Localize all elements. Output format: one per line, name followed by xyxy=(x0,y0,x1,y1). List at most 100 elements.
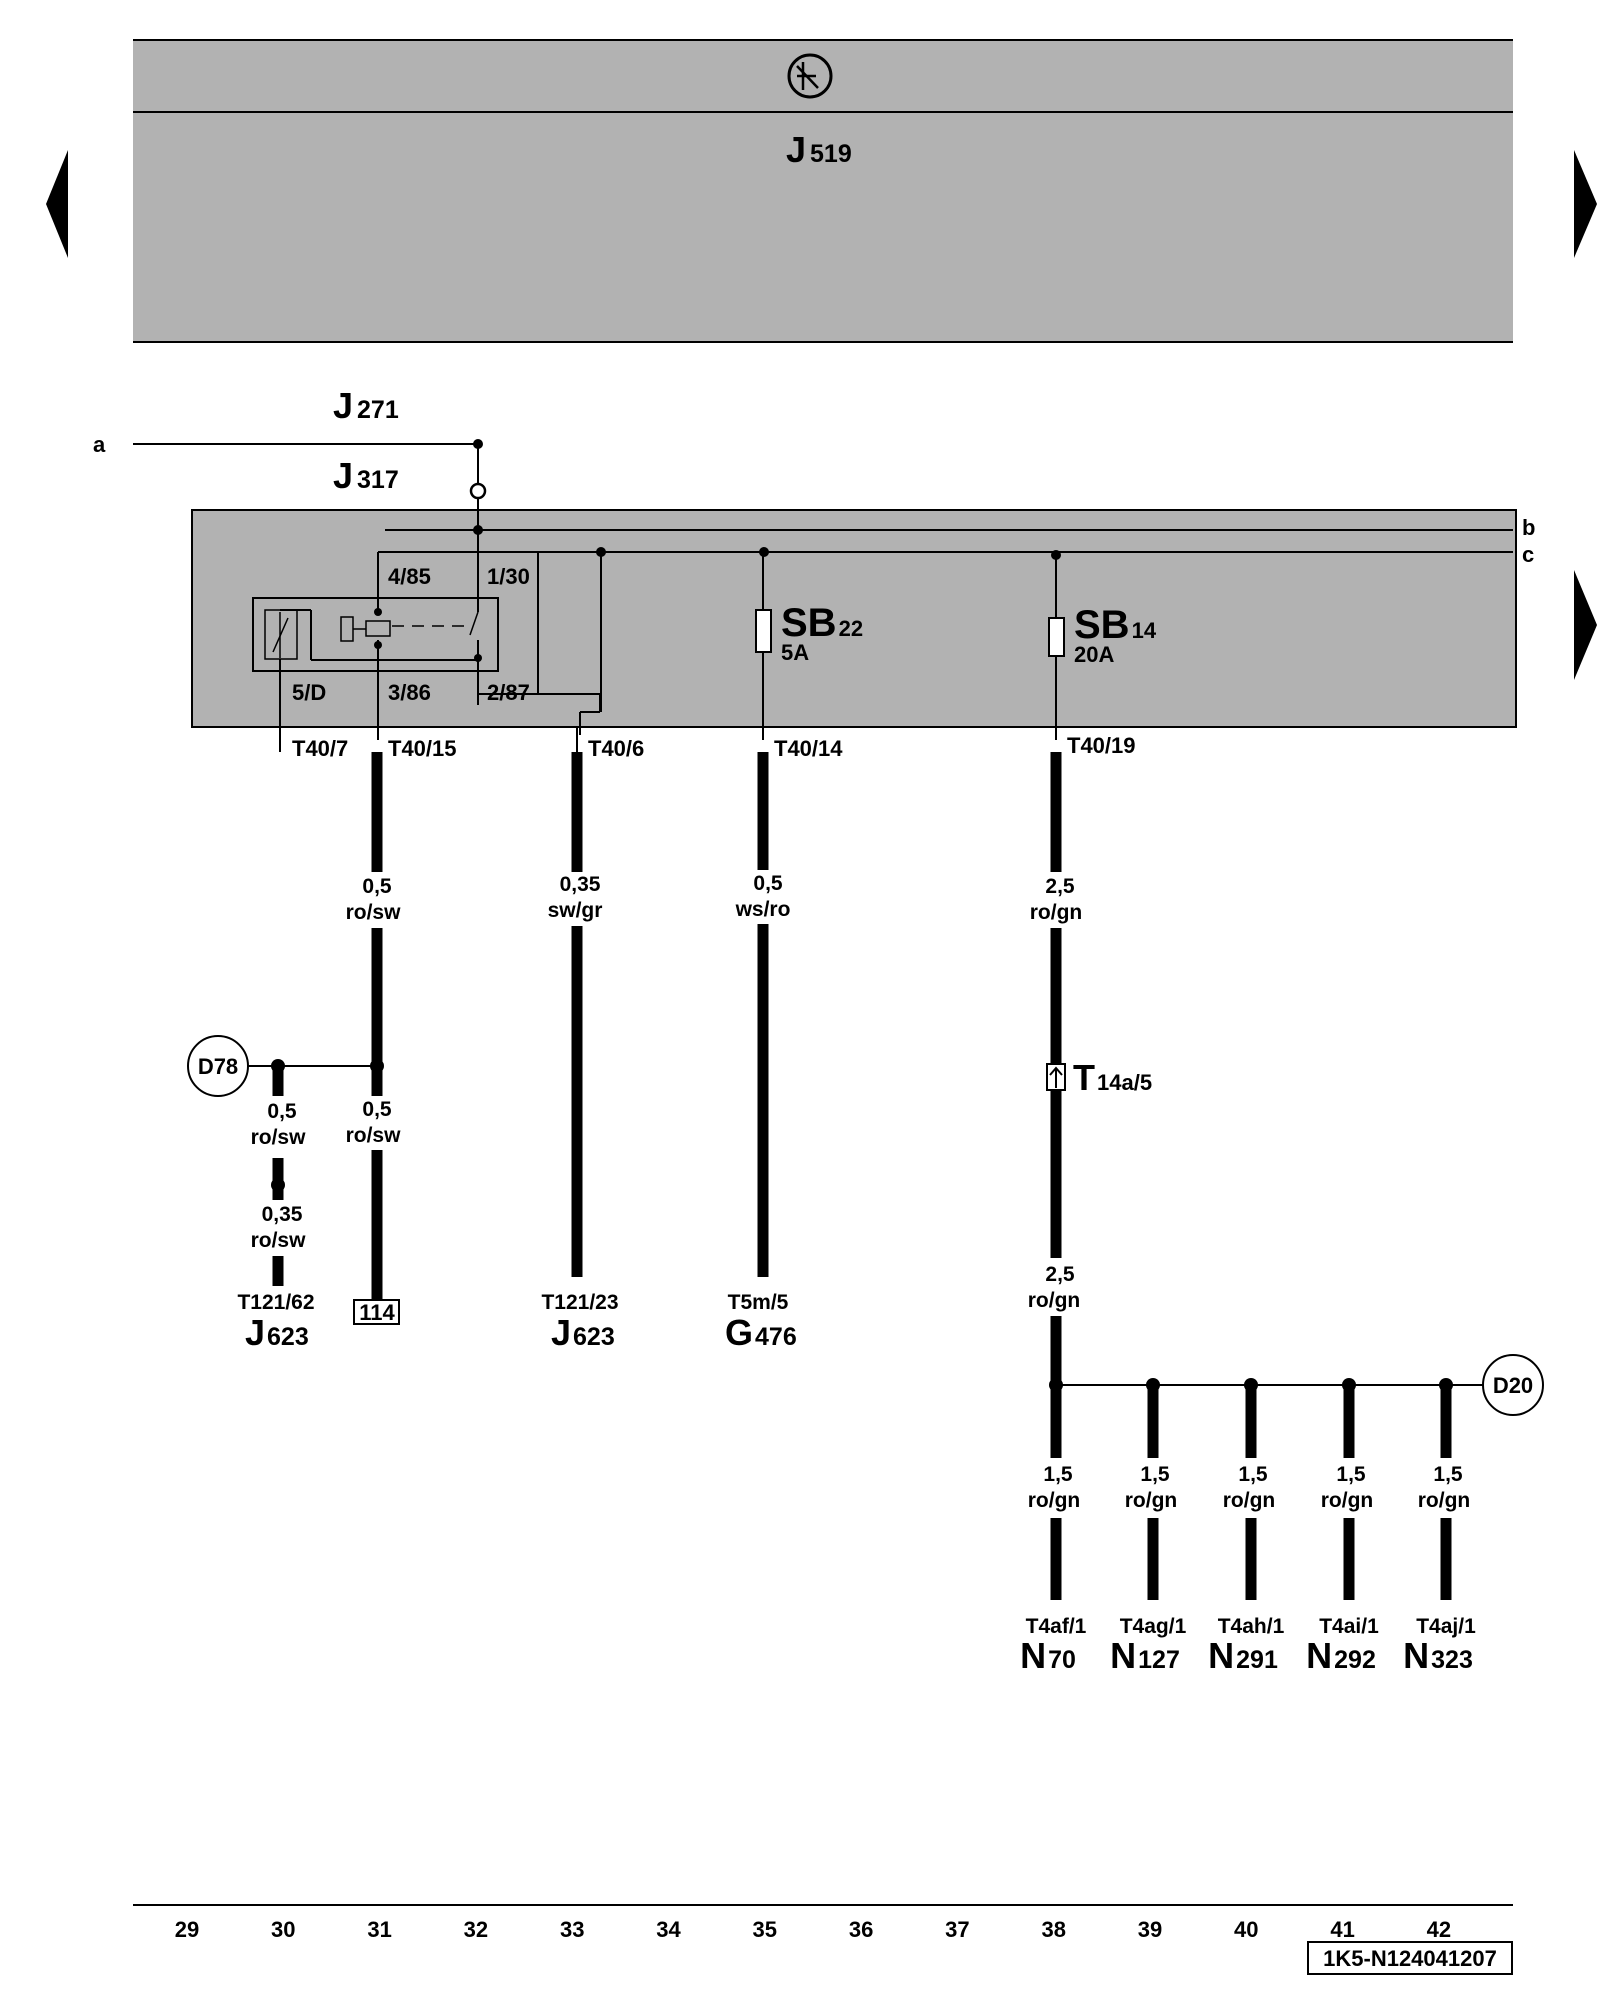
pin-5-d: 5/D xyxy=(292,680,326,705)
pin-4-85: 4/85 xyxy=(388,564,431,589)
wire-30a-size: 0,5 xyxy=(267,1100,297,1123)
wire-label-a: a xyxy=(93,432,106,457)
grid-number: 33 xyxy=(560,1917,584,1942)
component-j623-b: J623 xyxy=(551,1312,615,1353)
wire-31b-color: ro/sw xyxy=(346,1124,402,1147)
pin-2-87: 2/87 xyxy=(487,680,530,705)
grid-number: 34 xyxy=(656,1917,681,1942)
branch-component-label: N127 xyxy=(1110,1635,1180,1676)
relay-j317-box xyxy=(252,597,499,672)
branch-wire-size: 1,5 xyxy=(1336,1463,1366,1486)
grid-number: 31 xyxy=(367,1917,391,1942)
triangle-right-icon[interactable] xyxy=(1574,150,1597,258)
component-g476: G476 xyxy=(725,1312,797,1353)
grid-number: 30 xyxy=(271,1917,295,1942)
connector-t40-6: T40/6 xyxy=(588,736,644,761)
connection-d20-circle xyxy=(1482,1354,1544,1416)
grid-number: 39 xyxy=(1138,1917,1162,1942)
connector-t40-14: T40/14 xyxy=(774,736,843,761)
fuse-sb22-label: SB22 xyxy=(781,601,863,645)
wire-30a-color: ro/sw xyxy=(251,1126,307,1149)
wire-38b-size: 2,5 xyxy=(1045,1263,1075,1286)
wire-31b-size: 0,5 xyxy=(362,1098,392,1121)
branch-component-label: N70 xyxy=(1020,1635,1076,1676)
connector-t40-7: T40/7 xyxy=(292,736,348,761)
pin-3-86: 3/86 xyxy=(388,680,431,705)
ground-symbol-icon xyxy=(787,53,833,99)
grid-number-row: 29 30 31 32 33 34 35 36 37 38 39 40 41 42 xyxy=(175,1917,1451,1942)
grid-number: 38 xyxy=(1041,1917,1065,1942)
wire-31-color: ro/sw xyxy=(346,901,402,924)
grid-number: 29 xyxy=(175,1917,199,1942)
branch-wire-color: ro/gn xyxy=(1321,1489,1374,1512)
grid-number: 35 xyxy=(753,1917,777,1942)
wire-38a-size: 2,5 xyxy=(1045,875,1075,898)
branch-wire-color: ro/gn xyxy=(1223,1489,1276,1512)
component-g476-pin: T5m/5 xyxy=(728,1291,789,1314)
wire-35-color: ws/ro xyxy=(735,898,791,921)
branch-component-label: N291 xyxy=(1208,1635,1278,1676)
fuse-relay-carrier xyxy=(191,509,1517,728)
branch-pin-label: T4af/1 xyxy=(1026,1615,1087,1638)
wire-33-size: 0,35 xyxy=(560,873,601,896)
wire-35-size: 0,5 xyxy=(753,872,783,895)
inline-connector-t14a-5: T14a/5 xyxy=(1073,1057,1152,1098)
branch-wire-size: 1,5 xyxy=(1140,1463,1170,1486)
fuse-sb14-rating: 20A xyxy=(1074,642,1114,667)
triangle-left-icon[interactable] xyxy=(46,150,68,258)
connector-t40-19: T40/19 xyxy=(1067,733,1136,758)
fuse-sb22-body xyxy=(755,609,772,653)
wire-33-color: sw/gr xyxy=(548,899,603,922)
component-j623-pin-a: T121/62 xyxy=(237,1291,314,1314)
branch-wire-size: 1,5 xyxy=(1238,1463,1268,1486)
branch-pin-label: T4aj/1 xyxy=(1416,1615,1476,1638)
drawing-id-box xyxy=(1307,1941,1513,1975)
branch-wire-size: 1,5 xyxy=(1043,1463,1073,1486)
wire-38b-color: ro/gn xyxy=(1028,1289,1081,1312)
wire-label-b: b xyxy=(1522,515,1535,540)
branch-component-label: N323 xyxy=(1403,1635,1473,1676)
branch-junction xyxy=(1439,1378,1453,1392)
branch-pin-label: T4ai/1 xyxy=(1319,1615,1379,1638)
wire-30b-size: 0,35 xyxy=(262,1203,303,1226)
grid-number: 36 xyxy=(849,1917,873,1942)
wire-label-c: c xyxy=(1522,542,1534,567)
grid-number: 42 xyxy=(1427,1917,1451,1942)
wire-31-size: 0,5 xyxy=(362,875,392,898)
branch-wire-color: ro/gn xyxy=(1418,1489,1471,1512)
component-j623-a: J623 xyxy=(245,1312,309,1353)
grid-number: 41 xyxy=(1330,1917,1354,1942)
branch-component-label: N292 xyxy=(1306,1635,1376,1676)
fuse-sb22-rating: 5A xyxy=(781,640,809,665)
grid-number: 32 xyxy=(464,1917,488,1942)
branch-pin-label: T4ag/1 xyxy=(1120,1615,1187,1638)
fuse-sb14-body xyxy=(1048,617,1065,657)
wire-30b-color: ro/sw xyxy=(251,1229,307,1252)
branch-junction xyxy=(1244,1378,1258,1392)
module-j519-box xyxy=(133,40,1513,342)
grid-number: 40 xyxy=(1234,1917,1258,1942)
branch-wire-size: 1,5 xyxy=(1433,1463,1463,1486)
branch-wire-color: ro/gn xyxy=(1125,1489,1178,1512)
component-j623-pin-b: T121/23 xyxy=(541,1291,618,1314)
connection-d78: D78 xyxy=(198,1054,238,1079)
branch-junction xyxy=(1342,1378,1356,1392)
connection-d20: D20 xyxy=(1493,1373,1533,1398)
grid-number: 37 xyxy=(945,1917,969,1942)
branch-wire-color: ro/gn xyxy=(1028,1489,1081,1512)
wire-38a-color: ro/gn xyxy=(1030,901,1083,924)
reference-114: 114 xyxy=(359,1300,395,1325)
pin-1-30: 1/30 xyxy=(487,564,530,589)
drawing-id: 1K5-N124041207 xyxy=(1323,1946,1497,1971)
triangle-right-icon-2[interactable] xyxy=(1574,570,1597,680)
reference-114-box xyxy=(353,1299,400,1325)
branch-pin-label: T4ah/1 xyxy=(1218,1615,1285,1638)
fuse-sb14-label: SB14 xyxy=(1074,603,1157,647)
branch-junction xyxy=(1146,1378,1160,1392)
connector-t40-15: T40/15 xyxy=(388,736,457,761)
